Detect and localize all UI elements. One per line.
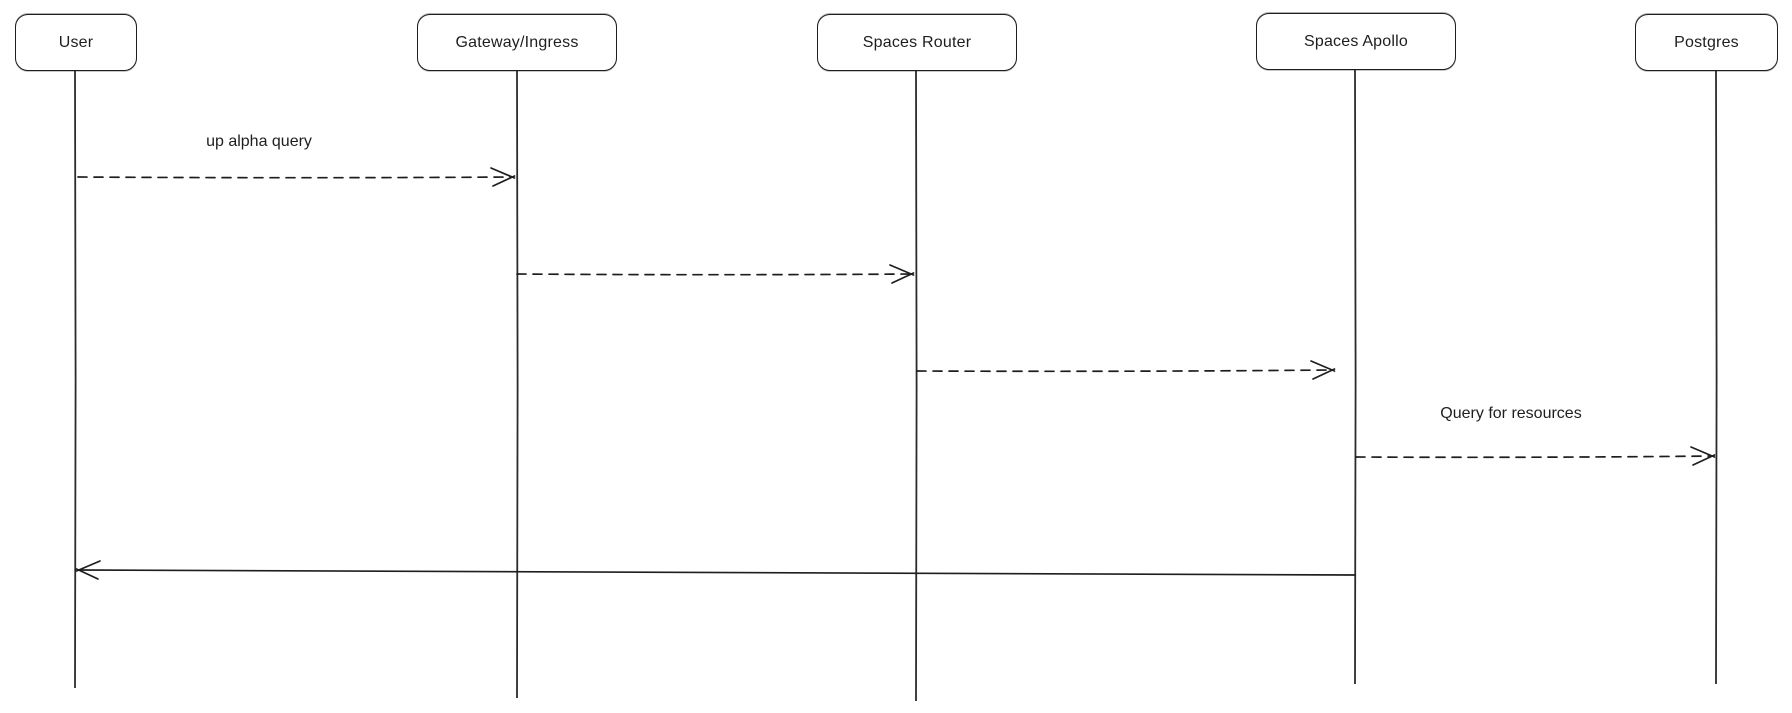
arrowhead-icon — [490, 167, 516, 187]
message-line — [916, 369, 1334, 373]
lifeline-spaces-apollo — [1354, 69, 1357, 685]
actor-label: User — [58, 33, 94, 51]
message-label-spaces-apollo-to-postgres: Query for resources — [1440, 405, 1582, 422]
lifeline-user — [74, 70, 77, 689]
message-arrow-user-to-gateway-ingress — [77, 167, 516, 187]
actor-postgres: Postgres — [1635, 14, 1778, 71]
actor-label: Postgres — [1674, 33, 1739, 51]
actor-label: Spaces Router — [862, 33, 972, 51]
actor-label: Spaces Apollo — [1303, 32, 1408, 50]
arrowhead-icon — [1310, 360, 1336, 380]
message-line — [77, 176, 514, 179]
arrowhead-icon — [75, 560, 101, 580]
message-line — [1355, 455, 1714, 459]
message-arrow-spaces-router-to-spaces-apollo — [916, 360, 1336, 380]
lifeline-spaces-router — [915, 70, 918, 702]
lifeline-postgres — [1715, 70, 1718, 685]
message-arrow-spaces-apollo-to-user — [75, 560, 1356, 580]
actor-spaces-apollo: Spaces Apollo — [1256, 13, 1456, 70]
message-arrow-gateway-ingress-to-spaces-router — [516, 264, 915, 284]
arrowhead-icon — [1690, 446, 1716, 466]
message-line — [516, 273, 913, 276]
message-line — [77, 569, 1356, 576]
message-label-user-to-gateway-ingress: up alpha query — [206, 133, 312, 150]
actor-label: Gateway/Ingress — [455, 33, 579, 51]
actor-spaces-router: Spaces Router — [817, 14, 1017, 71]
message-arrow-spaces-apollo-to-postgres — [1355, 446, 1716, 466]
actor-user: User — [15, 14, 137, 71]
actor-gateway-ingress: Gateway/Ingress — [417, 14, 617, 71]
arrowhead-icon — [889, 264, 915, 284]
lifeline-gateway-ingress — [516, 70, 519, 699]
